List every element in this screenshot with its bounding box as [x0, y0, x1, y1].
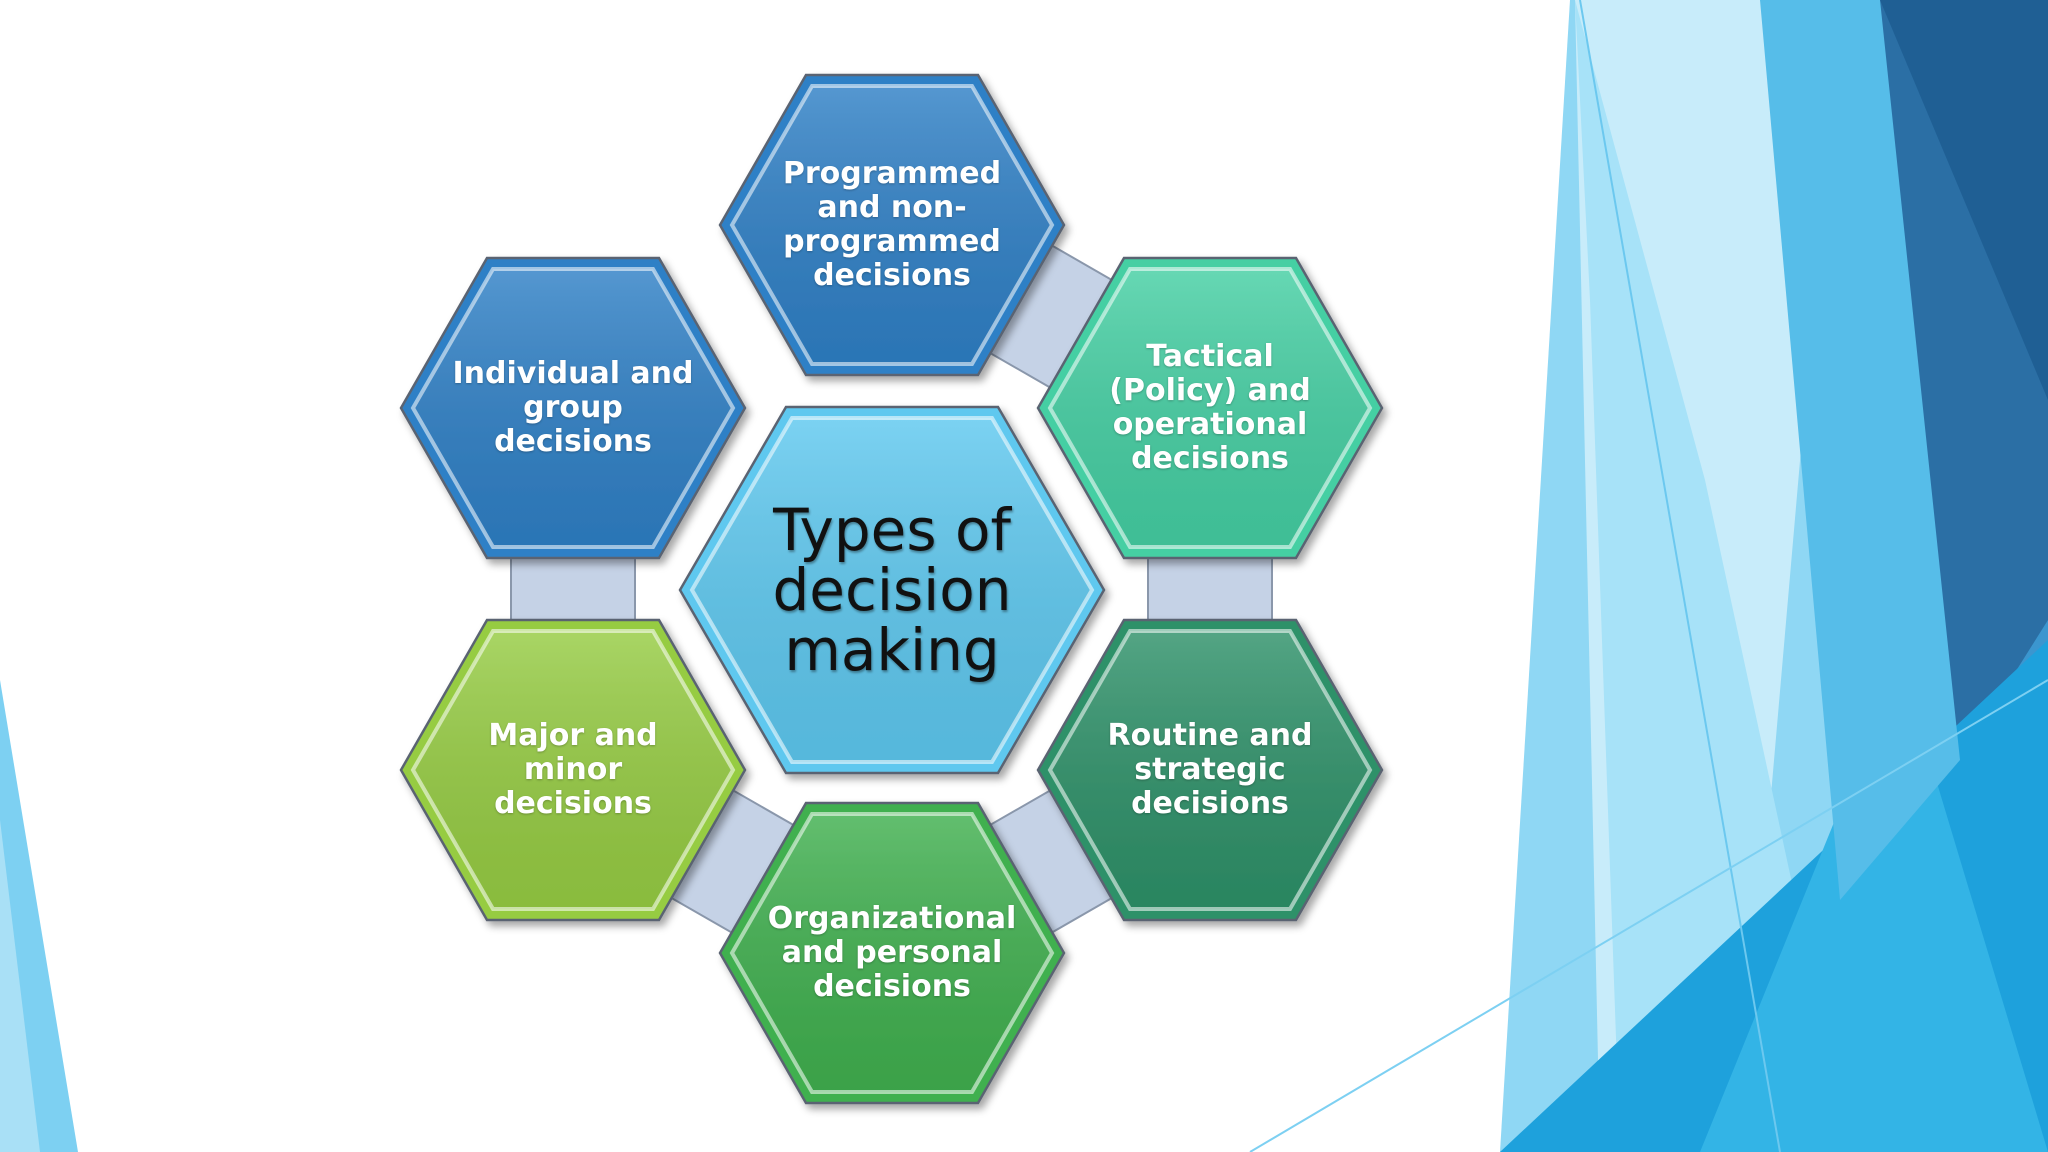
label-routine: Routine and strategic decisions	[1107, 718, 1313, 821]
right-panel-stripe	[1575, 0, 1850, 1152]
hex-programmed-bevel	[729, 84, 1055, 366]
label-individual: Individual and group decisions	[452, 356, 694, 459]
hex-major	[399, 618, 747, 922]
hex-individual-bevel	[410, 267, 736, 549]
right-panel-darkest	[1880, 0, 2048, 400]
hex-center-bevel	[689, 416, 1095, 764]
right-panel-blue	[1760, 0, 1960, 900]
label-organizational: Organizational and personal decisions	[767, 901, 1017, 1004]
hex-major-bevel	[410, 629, 736, 911]
hex-routine	[1036, 618, 1384, 922]
diagonal-thin-line	[1249, 679, 2048, 1152]
label-major: Major and minor decisions	[488, 718, 658, 821]
label-tactical: Tactical (Policy) and operational decisi…	[1109, 339, 1311, 476]
hex-individual	[399, 256, 747, 560]
hex-organizational-bevel	[729, 812, 1055, 1094]
hex-programmed	[718, 73, 1066, 377]
left-edge-wedge-light	[0, 820, 40, 1152]
hex-center	[678, 405, 1106, 775]
hex-routine-bevel	[1047, 629, 1373, 911]
right-thin-line	[1579, 0, 1781, 1152]
label-programmed: Programmed and non- programmed decisions	[782, 156, 1002, 293]
hex-tactical	[1036, 256, 1384, 560]
hexagons	[399, 73, 1384, 1105]
right-triangle-accent	[1700, 660, 2048, 1152]
hex-organizational	[718, 801, 1066, 1105]
center-title: Types of decision making	[772, 496, 1012, 684]
hex-tactical-bevel	[1047, 267, 1373, 549]
